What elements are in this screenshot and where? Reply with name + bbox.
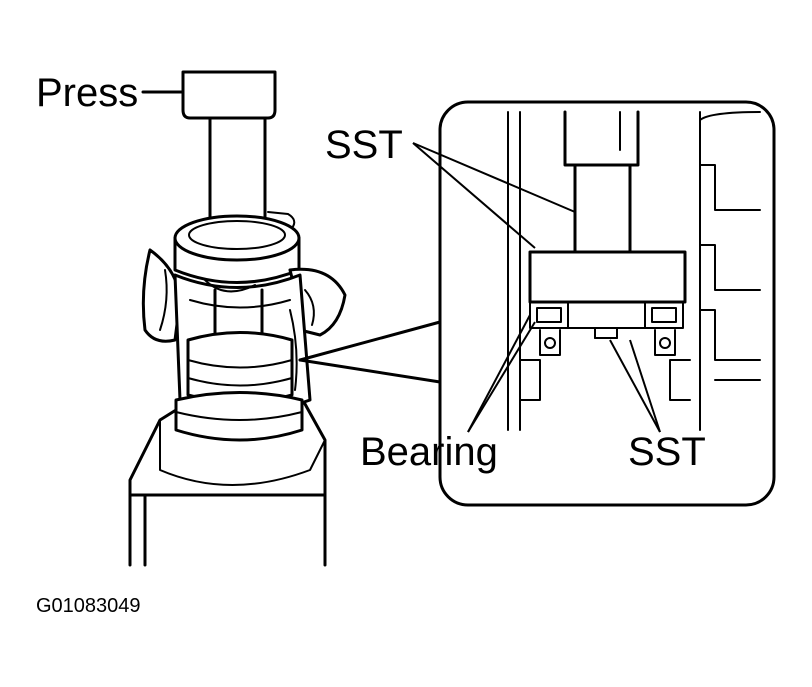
bearing-label: Bearing [360, 430, 498, 474]
detail-bearing-right [644, 301, 684, 356]
bearing-stack [174, 331, 304, 442]
detail-bearing-left [529, 301, 569, 356]
detail-sst-upper [528, 110, 687, 304]
detail-housing [507, 111, 761, 431]
main-assembly [128, 70, 347, 567]
callout-pointer [298, 320, 442, 384]
press-ram-head [181, 70, 277, 120]
housing-upper-flange [173, 211, 301, 284]
sst-top-label: SST [325, 123, 403, 167]
press-label: Press [36, 71, 138, 115]
figure-code: G01083049 [36, 595, 141, 617]
leader-lines [412, 142, 661, 433]
detail-frame [438, 100, 776, 507]
sst-bottom-label: SST [628, 430, 706, 474]
detail-inset [412, 100, 776, 507]
detail-sst-lower [567, 301, 646, 339]
